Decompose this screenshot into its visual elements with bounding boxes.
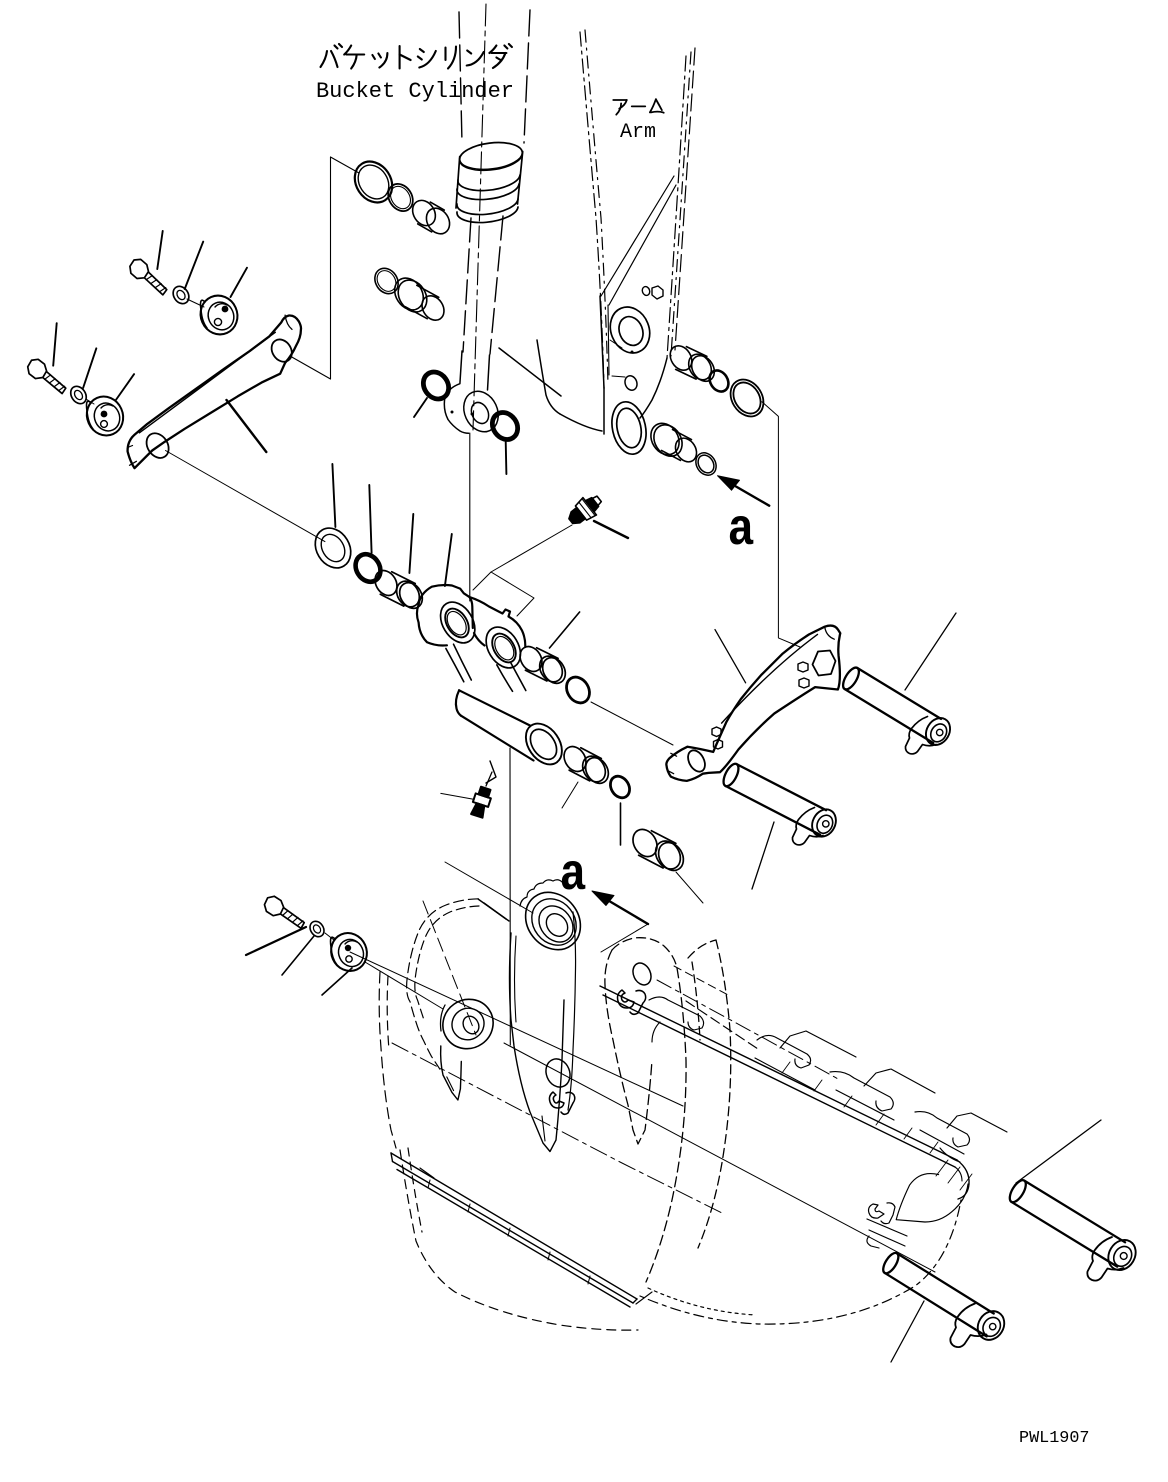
svg-text:Arm: Arm (620, 121, 656, 144)
svg-text:Bucket Cylinder: Bucket Cylinder (316, 79, 514, 104)
svg-text:a: a (728, 501, 755, 560)
svg-text:a: a (560, 846, 587, 905)
svg-text:PWL1907: PWL1907 (1019, 1429, 1090, 1448)
